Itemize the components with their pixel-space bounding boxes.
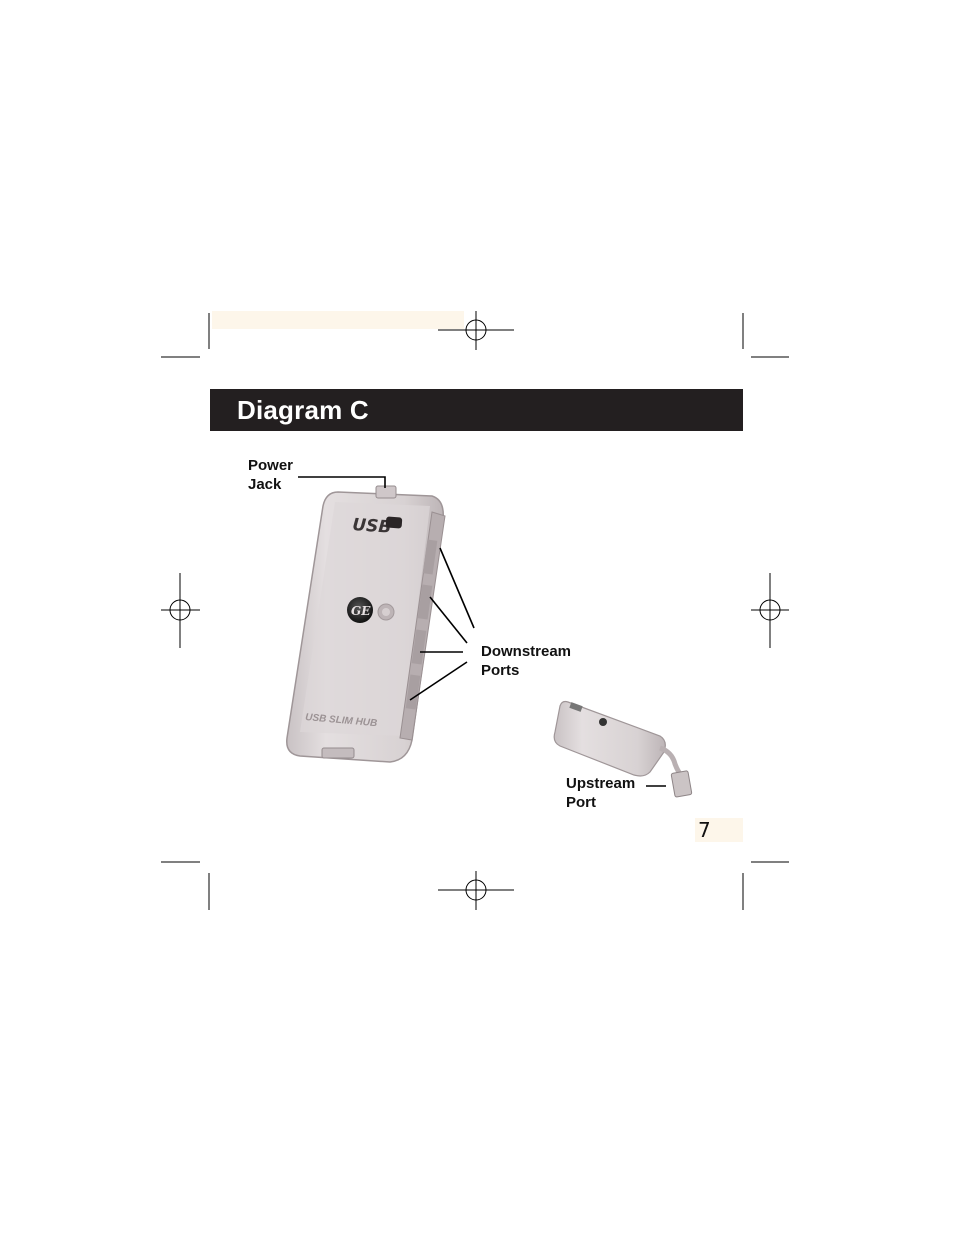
ge-logo-text: GE xyxy=(351,604,371,618)
callout-downstream xyxy=(429,596,468,644)
page-number: 7 xyxy=(698,818,711,842)
label-line: Power xyxy=(248,457,294,474)
callout-lines xyxy=(298,476,666,787)
usb-hub-small xyxy=(553,700,693,798)
label-upstream-port: Upstream Port xyxy=(566,774,635,812)
power-jack-port xyxy=(375,485,397,499)
label-line: Port xyxy=(566,794,596,811)
label-power-jack: Power Jack xyxy=(248,456,293,494)
label-line: Ports xyxy=(481,662,520,679)
label-line: Upstream xyxy=(566,775,636,792)
usb-hub-main: USB GE USB SLIM HUB xyxy=(286,485,446,763)
callout-power-jack xyxy=(298,476,386,488)
registration-target xyxy=(438,871,514,910)
downstream-port xyxy=(411,629,427,665)
registration-target xyxy=(751,573,789,648)
label-line: Downstream xyxy=(481,643,572,660)
downstream-port xyxy=(417,584,433,620)
usb-plug xyxy=(670,770,693,798)
registration-target xyxy=(161,573,200,648)
usb-logo-text: USB xyxy=(352,515,392,538)
registration-target xyxy=(438,311,514,350)
label-downstream-ports: Downstream Ports xyxy=(481,642,571,680)
section-title: Diagram C xyxy=(237,395,369,425)
downstream-port xyxy=(422,539,438,575)
callout-downstream xyxy=(439,547,475,629)
ge-logo-icon xyxy=(347,597,373,623)
small-hub-body xyxy=(553,700,666,777)
page-number-box xyxy=(695,818,743,842)
top-tint-strip xyxy=(212,311,464,329)
downstream-port xyxy=(405,674,421,710)
label-line: Jack xyxy=(248,476,282,493)
section-header-bar xyxy=(210,389,743,431)
callout-downstream xyxy=(409,661,468,701)
